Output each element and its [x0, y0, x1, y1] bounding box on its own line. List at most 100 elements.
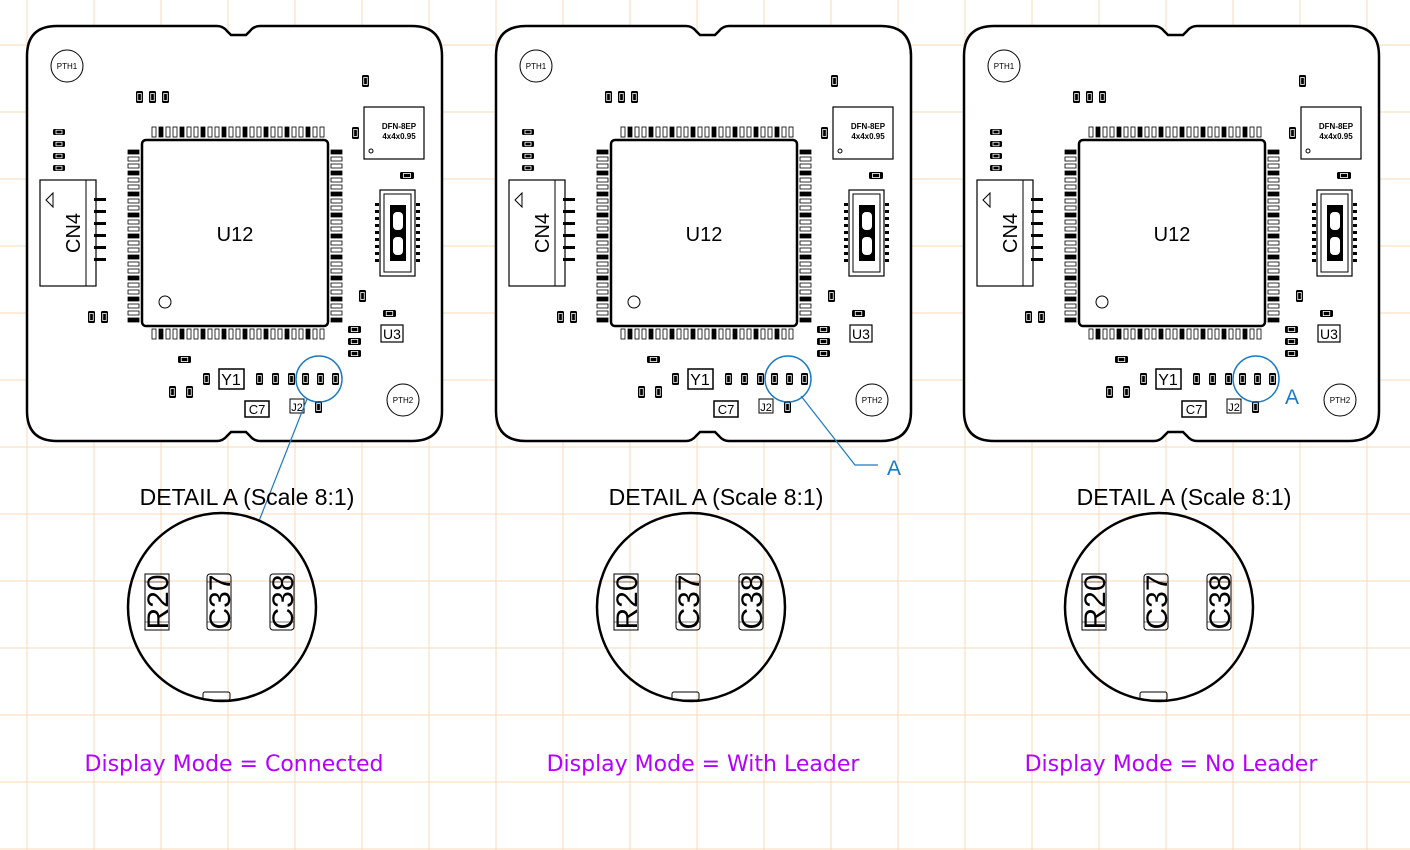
smd-component — [1296, 290, 1303, 302]
detail-component-c37 — [675, 573, 701, 631]
fpc-pin — [375, 245, 379, 248]
mounting-hole-pth2 — [1323, 383, 1357, 417]
smd-component — [332, 373, 339, 385]
ic-pin — [1158, 328, 1164, 340]
smd-mark — [350, 350, 359, 356]
smd-mark — [1074, 93, 1079, 102]
smd-component — [272, 373, 279, 385]
ic-pin — [127, 303, 140, 309]
fpc-pin — [1312, 252, 1316, 255]
detail-callout-circle — [764, 355, 812, 403]
fpc-pin — [375, 224, 379, 227]
ic-u12-body — [140, 138, 330, 328]
smd-mark — [558, 312, 563, 321]
smd-mark — [1287, 350, 1296, 356]
ic-pin — [690, 126, 696, 138]
smd-mark — [137, 93, 142, 102]
smd-mark — [1039, 312, 1044, 321]
pin1-triangle-icon — [45, 191, 54, 209]
dfn-module — [363, 106, 425, 160]
smd-component — [169, 386, 176, 398]
ic-pin — [596, 212, 609, 218]
display-mode-label: Display Mode = No Leader — [1024, 752, 1318, 777]
fpc-pin — [844, 217, 848, 220]
ic-pin — [596, 275, 609, 281]
ic-pin — [1064, 296, 1077, 302]
ic-pin — [634, 328, 640, 340]
smd-mark — [992, 165, 1000, 171]
fpc-pin — [885, 259, 889, 262]
ic-pin — [200, 328, 206, 340]
ic-pin — [746, 328, 752, 340]
fpc-pin — [416, 203, 420, 206]
ic-pin — [1064, 226, 1077, 232]
ic-pin — [1267, 170, 1280, 176]
smd-mark — [829, 291, 834, 300]
smd-component — [315, 401, 322, 413]
smd-component — [302, 373, 309, 385]
fpc-pin — [1353, 231, 1357, 234]
detail-title: DETAIL A (Scale 8:1) — [1076, 484, 1292, 510]
smd-mark — [353, 128, 358, 137]
crystal-y1 — [218, 368, 245, 390]
detail-component-c37 — [1143, 573, 1169, 631]
smd-mark — [802, 374, 807, 383]
smd-mark — [992, 153, 1000, 159]
dfn-label: 4x4x0.95 — [382, 132, 416, 141]
smd-mark — [619, 93, 624, 102]
ic-pin — [1064, 275, 1077, 281]
smd-mark — [1287, 338, 1296, 344]
ic-pin — [127, 170, 140, 176]
ic-pin — [127, 275, 140, 281]
ic-pin — [1095, 126, 1101, 138]
ic-pin — [1242, 126, 1248, 138]
ic-pin — [799, 261, 812, 267]
connector-cn4-body — [39, 179, 97, 287]
ic-pin — [1214, 126, 1220, 138]
ic-pin — [200, 126, 206, 138]
ic-pin — [1267, 275, 1280, 281]
ic-pin — [1267, 289, 1280, 295]
smd-component — [1299, 75, 1306, 87]
ic-pin — [596, 219, 609, 225]
smd-component — [1086, 91, 1093, 103]
ic-pin — [596, 310, 609, 316]
ic-pin — [172, 328, 178, 340]
smd-mark — [163, 93, 168, 102]
connector-pin — [563, 234, 575, 237]
smd-mark — [180, 356, 189, 362]
detail-view-circle — [1063, 511, 1255, 703]
ic-u12-label: U12 — [217, 224, 254, 246]
fpc-contact — [393, 212, 403, 230]
smd-mark — [742, 374, 747, 383]
ic-pin — [1137, 328, 1143, 340]
ic-pin — [799, 156, 812, 162]
ic-pin — [767, 126, 773, 138]
detail-component-label: C37 — [204, 574, 237, 629]
ic-u12-label: U12 — [686, 224, 723, 246]
fpc-pin — [416, 210, 420, 213]
smd-mark — [571, 312, 576, 321]
smd-mark — [1340, 172, 1348, 178]
ic-pin — [1207, 328, 1213, 340]
ic-pin — [1221, 126, 1227, 138]
capacitor-c7-label: C7 — [718, 402, 735, 417]
ic-pin — [1165, 328, 1171, 340]
ic-pin — [753, 328, 759, 340]
ic-pin — [277, 126, 283, 138]
ic-pin — [1172, 126, 1178, 138]
ic-pin — [127, 219, 140, 225]
ic-pin — [284, 126, 290, 138]
smd-component — [186, 386, 193, 398]
fpc-pin — [416, 259, 420, 262]
pin1-triangle-icon — [514, 191, 523, 209]
smd-mark — [1026, 312, 1031, 321]
fpc-pin — [1312, 259, 1316, 262]
ic-pin — [596, 289, 609, 295]
mounting-hole-label: PTH2 — [862, 396, 883, 405]
ic-pin — [1200, 126, 1206, 138]
ic-pin — [1267, 156, 1280, 162]
detail-component-label: C37 — [1141, 574, 1174, 629]
smd-mark — [170, 387, 175, 396]
